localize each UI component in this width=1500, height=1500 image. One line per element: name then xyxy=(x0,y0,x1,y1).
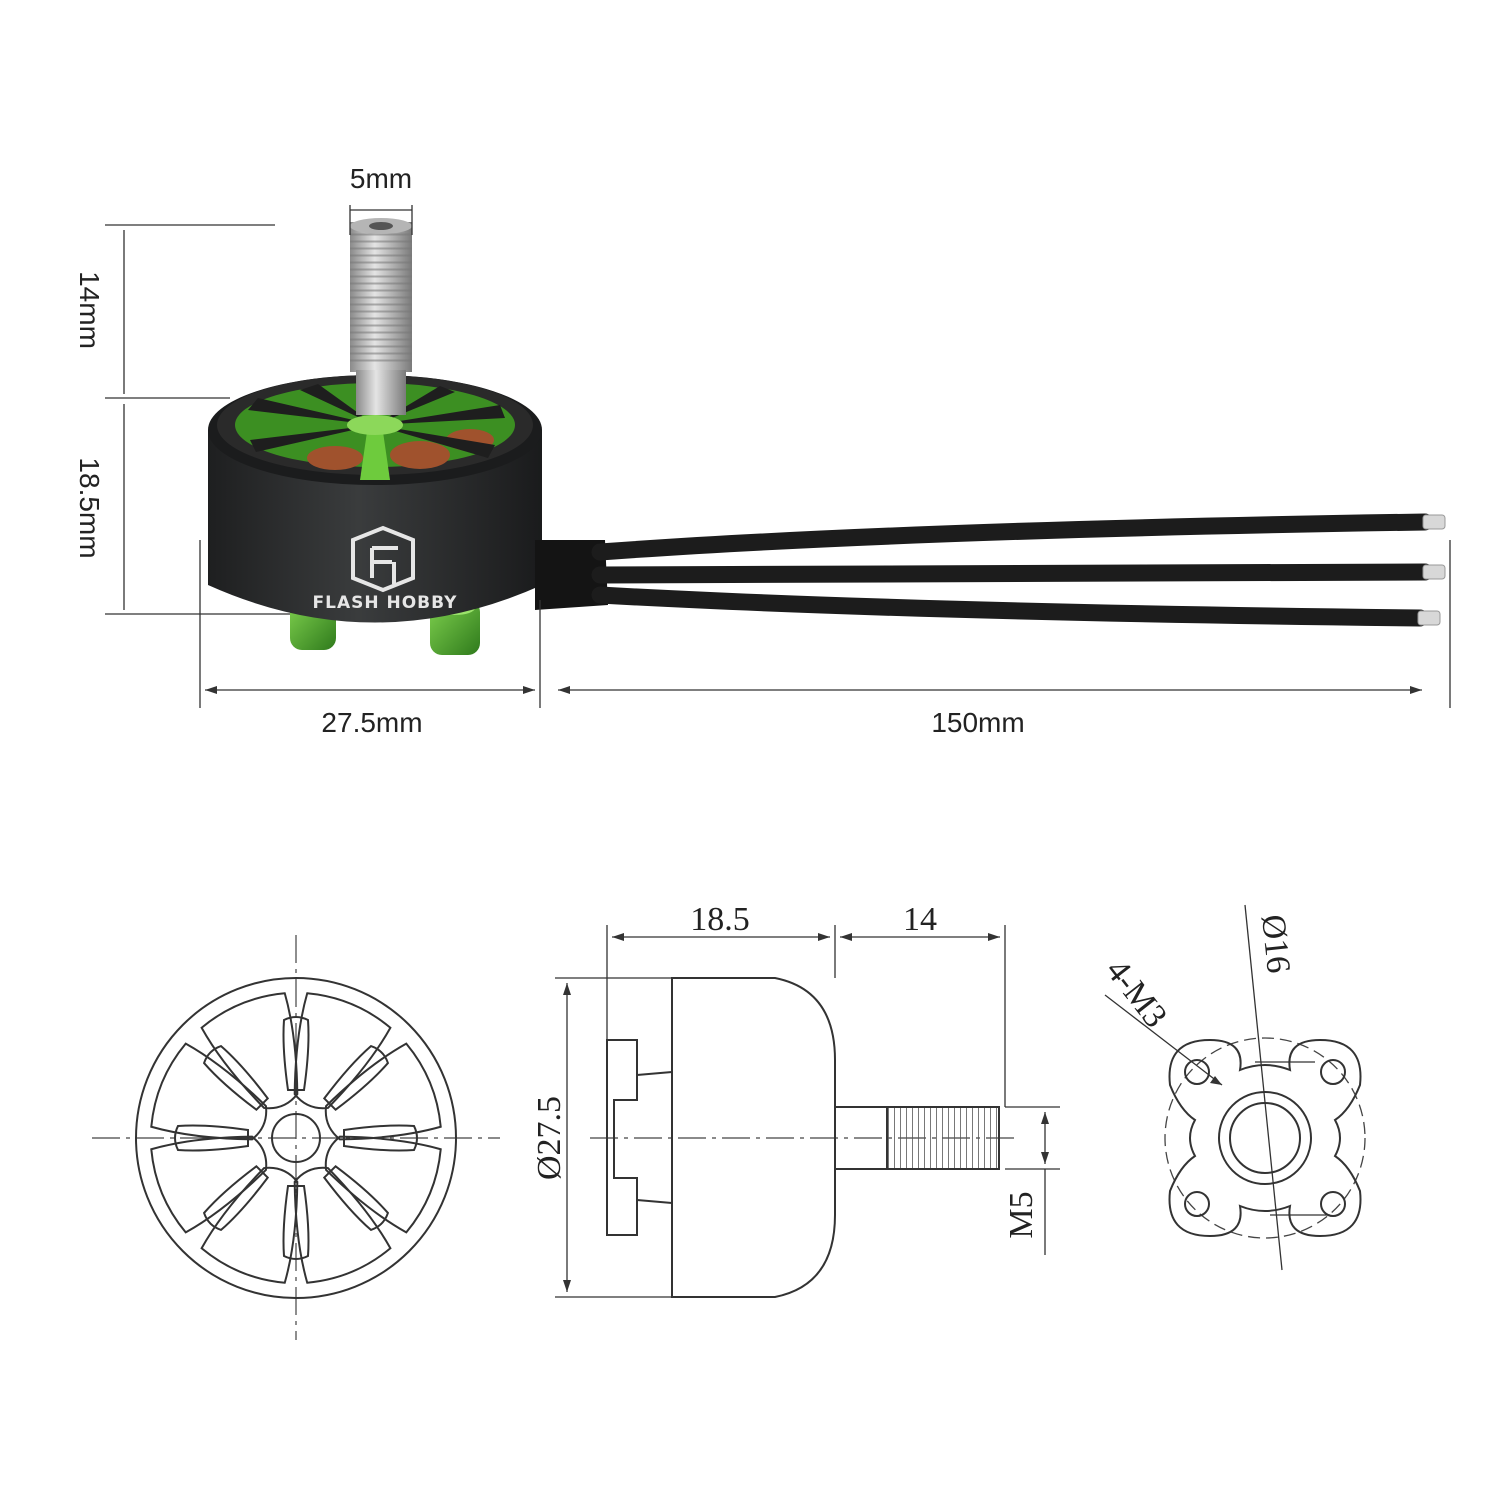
spoke-cutout xyxy=(150,1042,268,1141)
motor-shaft xyxy=(350,218,412,415)
wire-length-label: 150mm xyxy=(931,707,1024,738)
spoke-rib xyxy=(322,1044,390,1112)
spoke-rib xyxy=(343,1124,418,1152)
bell-outline xyxy=(671,977,836,1298)
spoke-rib xyxy=(202,1044,270,1112)
shaft-length-label: 14mm xyxy=(74,271,105,349)
spoke-cutout xyxy=(200,1166,299,1284)
spoke-cutout xyxy=(150,1135,268,1234)
motor-top-cap xyxy=(217,375,533,480)
brand-name: FLASH HOBBY xyxy=(313,593,458,613)
motor-bell xyxy=(208,430,542,623)
motor-photo: FLASH HOBBY xyxy=(208,218,1446,655)
spoke-cutout xyxy=(293,992,392,1110)
mount-base-outline xyxy=(606,1039,638,1236)
mount-hole xyxy=(1184,1059,1210,1085)
drawing-mount-view xyxy=(1104,904,1366,1271)
mount-hole xyxy=(1320,1059,1346,1085)
spoke-cutout xyxy=(293,1166,392,1284)
motor-height-label: 18.5mm xyxy=(74,457,105,558)
spoke-cutout xyxy=(200,992,299,1110)
photo-dimension-lines xyxy=(105,205,1451,708)
spoke-rib xyxy=(202,1164,270,1232)
drawing-shaft-length-label: 14 xyxy=(903,901,937,938)
motor-wires xyxy=(535,513,1446,627)
motor-diameter-label: 27.5mm xyxy=(321,707,422,738)
spoke-rib xyxy=(282,1016,310,1091)
mount-hole xyxy=(1320,1191,1346,1217)
mount-circle-label: Ø16 xyxy=(1254,913,1297,975)
thread-label: M5 xyxy=(1003,1191,1040,1238)
spoke-cutout xyxy=(324,1042,442,1141)
spoke-rib xyxy=(282,1185,310,1260)
spoke-cutout xyxy=(324,1135,442,1234)
spoke-rib xyxy=(174,1124,249,1152)
threaded-shaft xyxy=(886,1106,1000,1170)
drawing-top-view xyxy=(92,935,500,1340)
brand-logo-icon xyxy=(351,525,415,593)
spoke-rib xyxy=(322,1164,390,1232)
mount-holes-label: 4-M3 xyxy=(1098,952,1174,1034)
mount-hole xyxy=(1184,1191,1210,1217)
shaft-diameter-label: 5mm xyxy=(350,163,412,194)
base-neck xyxy=(636,1071,673,1204)
drawing-side-view xyxy=(555,925,1060,1298)
body-length-label: 18.5 xyxy=(690,901,750,938)
drawing-diameter-label: Ø27.5 xyxy=(531,1096,568,1180)
mount-plate-outline xyxy=(1168,1038,1362,1238)
